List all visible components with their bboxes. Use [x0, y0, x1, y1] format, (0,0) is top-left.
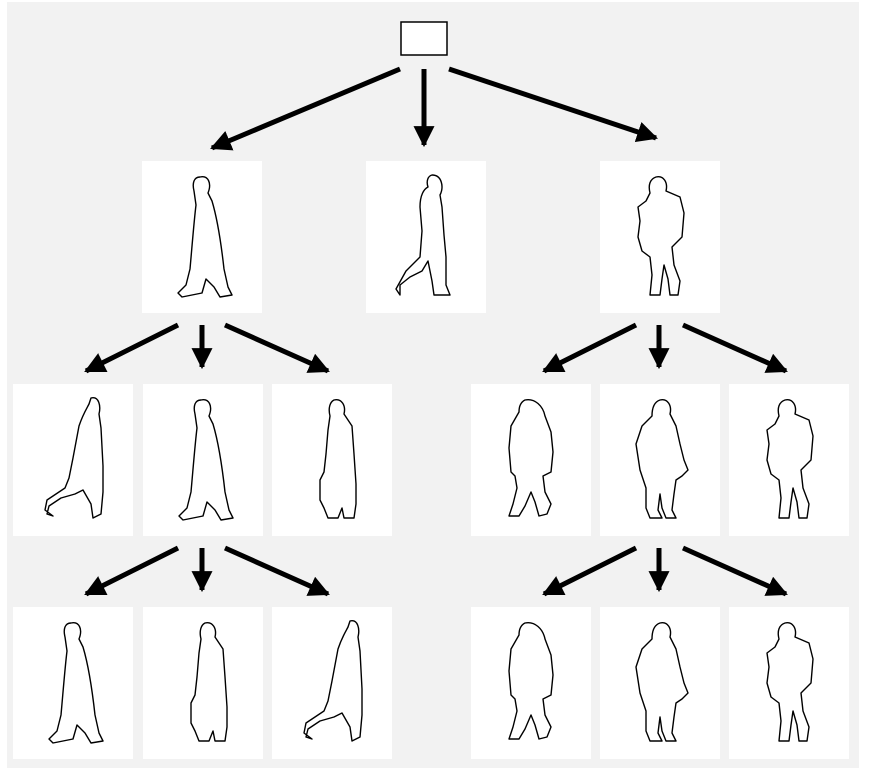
tree-arrow [448, 66, 658, 142]
tile-l2-e [600, 384, 720, 536]
pedestrian-silhouette [303, 620, 363, 742]
tile-l2-a [13, 384, 133, 536]
tile-l2-c [272, 384, 392, 536]
tree-arrow [84, 322, 180, 374]
tree-arrow [223, 322, 330, 374]
tile-l3-e [600, 607, 720, 759]
tile-background [471, 607, 591, 759]
tree-arrow [681, 545, 788, 597]
tile-background [729, 384, 849, 536]
pedestrian-silhouette [319, 399, 357, 519]
pedestrian-silhouette [178, 399, 234, 521]
tile-background [600, 161, 720, 313]
tree-arrow [223, 545, 330, 597]
tile-l1-left [142, 161, 262, 313]
tile-background [600, 384, 720, 536]
tile-background [272, 384, 392, 536]
pedestrian-silhouette [395, 174, 451, 296]
tile-l3-f [729, 607, 849, 759]
pedestrian-silhouette [766, 622, 814, 742]
tile-background [142, 161, 262, 313]
pedestrian-silhouette [508, 622, 554, 740]
tile-l2-d [471, 384, 591, 536]
tile-l3-b [143, 607, 263, 759]
tiles-layer [13, 161, 849, 759]
tree-arrow [84, 545, 180, 597]
pedestrian-silhouette [177, 176, 233, 298]
root-node [400, 21, 448, 56]
tile-background [729, 607, 849, 759]
pedestrian-silhouette [637, 176, 685, 296]
tile-l3-c [272, 607, 392, 759]
tile-l1-right [600, 161, 720, 313]
pedestrian-silhouette [508, 399, 554, 517]
tile-l2-b [143, 384, 263, 536]
tree-arrow [542, 545, 638, 597]
arrows-layer [84, 66, 788, 597]
tile-l1-mid [366, 161, 486, 313]
tile-background [366, 161, 486, 313]
tree-arrow [681, 322, 788, 374]
pedestrian-silhouette [190, 622, 228, 742]
tree-arrow [542, 322, 638, 374]
tree-arrow [210, 66, 401, 151]
pedestrian-silhouette [635, 399, 689, 519]
pedestrian-silhouette [44, 397, 104, 519]
tile-background [600, 607, 720, 759]
tile-background [13, 607, 133, 759]
pedestrian-silhouette [635, 622, 689, 742]
pedestrian-silhouette [48, 622, 104, 744]
tile-background [143, 384, 263, 536]
tile-l3-a [13, 607, 133, 759]
tile-background [143, 607, 263, 759]
pedestrian-silhouette [766, 399, 814, 519]
tile-l2-f [729, 384, 849, 536]
tile-background [471, 384, 591, 536]
tile-l3-d [471, 607, 591, 759]
